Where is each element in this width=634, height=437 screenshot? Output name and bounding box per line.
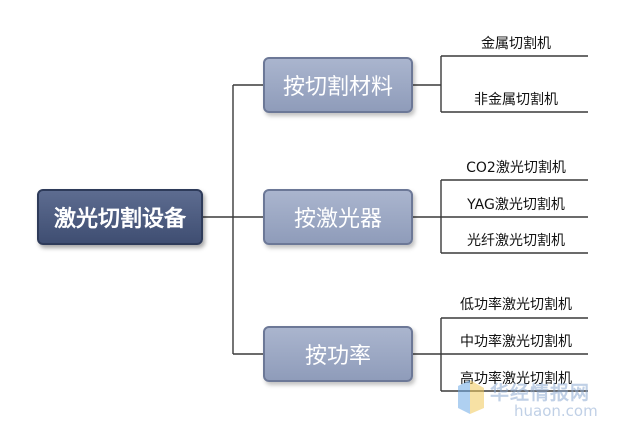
- branch-node-material: 按切割材料: [263, 57, 413, 113]
- leaf-high-power-cutter: 高功率激光切割机: [460, 371, 572, 387]
- branch-node-label: 按功率: [304, 344, 371, 369]
- leaf-nonmetal-cutter: 非金属切割机: [474, 92, 558, 108]
- leaf-yag-laser-cutter: YAG激光切割机: [467, 197, 565, 213]
- leaf-fiber-laser-cutter: 光纤激光切割机: [467, 233, 565, 249]
- watermark: 华经情报网 huaon.com: [456, 378, 626, 430]
- branch-node-label: 按切割材料: [282, 75, 393, 100]
- root-node-label: 激光切割设备: [53, 207, 186, 232]
- leaf-metal-cutter: 金属切割机: [481, 36, 551, 52]
- branch-node-power: 按功率: [263, 326, 413, 382]
- watermark-url: huaon.com: [514, 402, 598, 420]
- leaf-co2-laser-cutter: CO2激光切割机: [466, 160, 566, 176]
- leaf-low-power-cutter: 低功率激光切割机: [460, 297, 572, 313]
- leaf-mid-power-cutter: 中功率激光切割机: [460, 334, 572, 350]
- watermark-logo-icon: [458, 380, 484, 414]
- branch-node-laser: 按激光器: [263, 189, 413, 245]
- branch-node-label: 按激光器: [293, 207, 382, 232]
- watermark-text: 华经情报网: [490, 382, 591, 404]
- root-node: 激光切割设备: [37, 189, 203, 245]
